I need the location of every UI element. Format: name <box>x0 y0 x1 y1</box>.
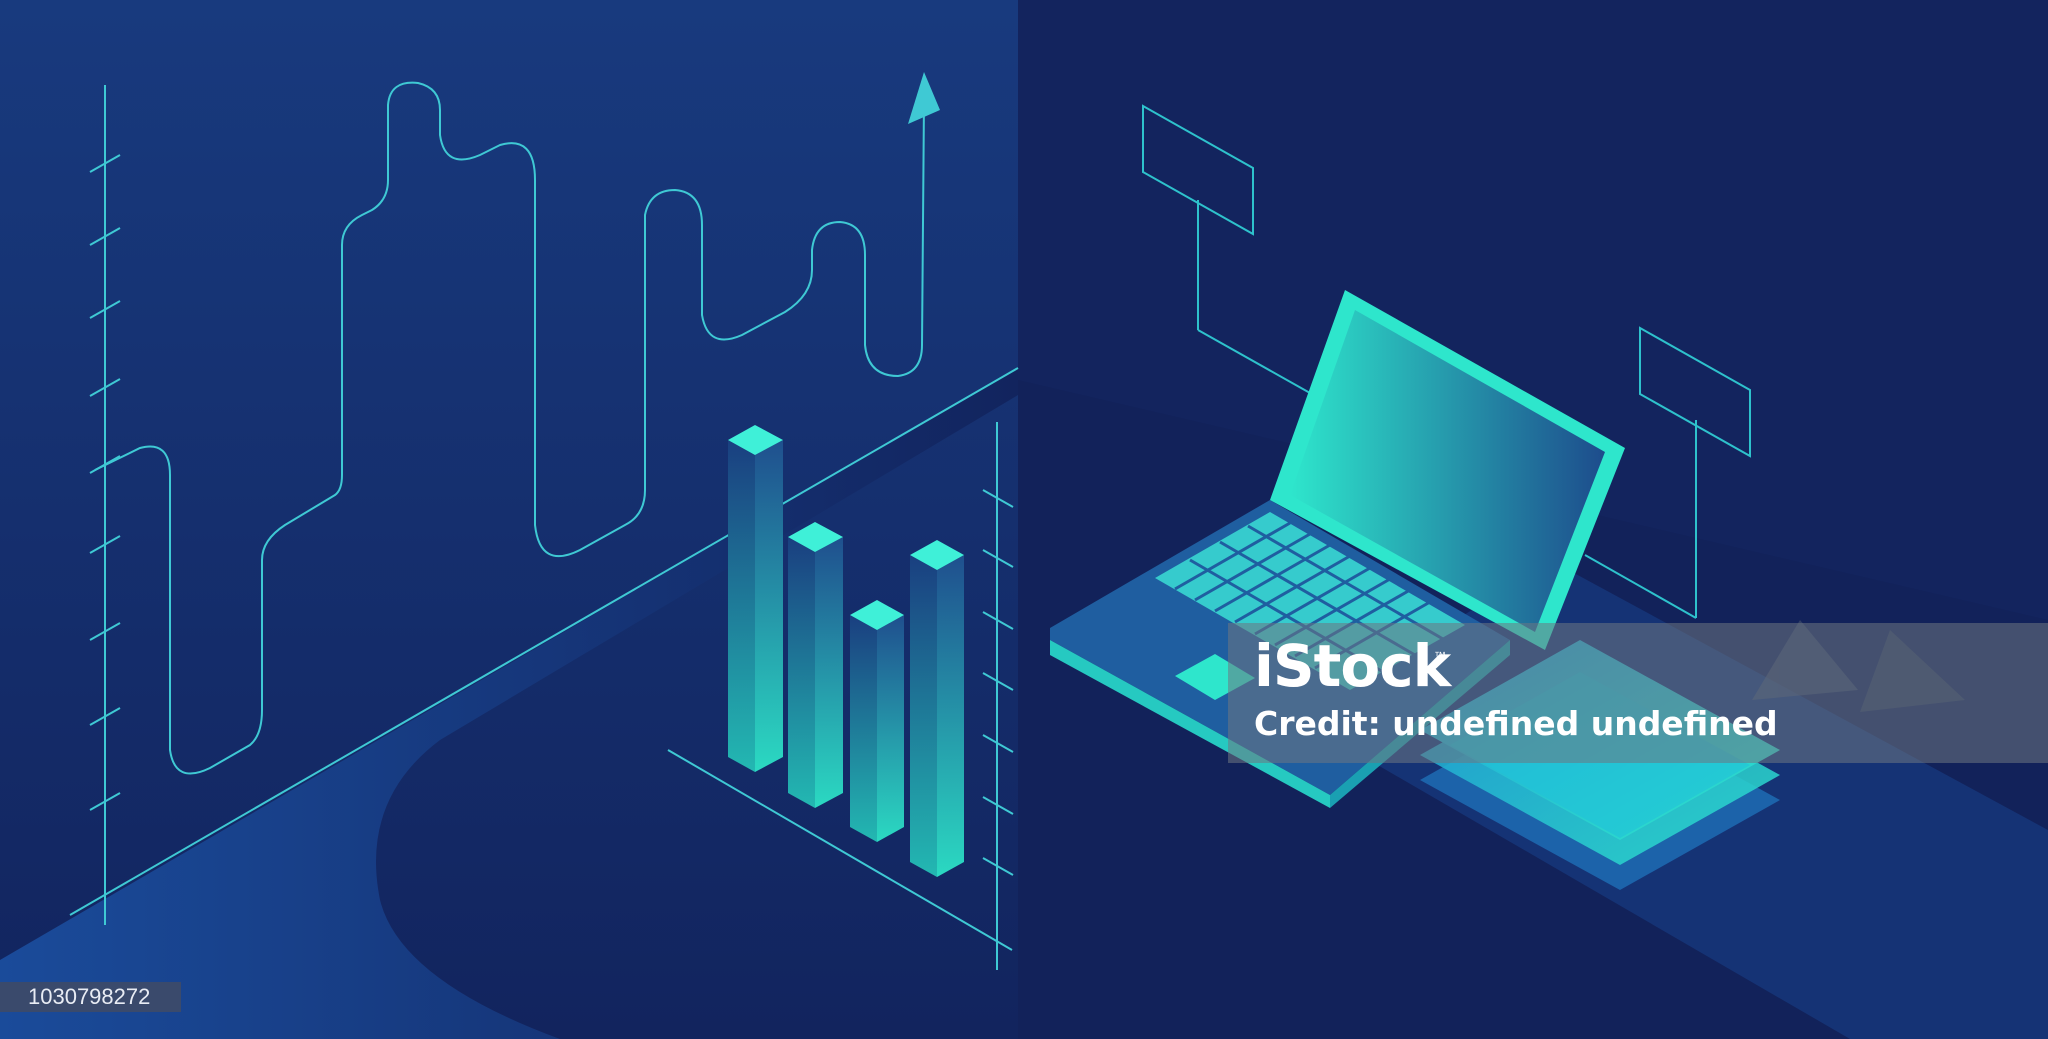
bar-2 <box>788 522 843 808</box>
bar-chart-axis <box>667 422 1014 970</box>
bar-1 <box>728 425 783 772</box>
stock-id-label: 1030798272 <box>0 982 181 1012</box>
right-wall <box>1018 0 2048 620</box>
laptop-screen <box>1290 310 1605 632</box>
trademark-symbol: ™ <box>1434 649 1446 663</box>
istock-watermark: iStock ™ Credit: undefined undefined <box>1228 623 2048 763</box>
arrow-head-icon <box>908 72 940 124</box>
growth-line <box>94 81 925 775</box>
callout-box-left <box>1142 104 1311 394</box>
bar-4 <box>910 540 964 877</box>
line-chart-axis <box>69 85 1019 925</box>
bar-3 <box>850 600 904 842</box>
callout-box-right <box>1584 326 1751 619</box>
istock-logo: iStock <box>1254 632 1451 700</box>
credit-text: Credit: undefined undefined <box>1254 704 1778 743</box>
